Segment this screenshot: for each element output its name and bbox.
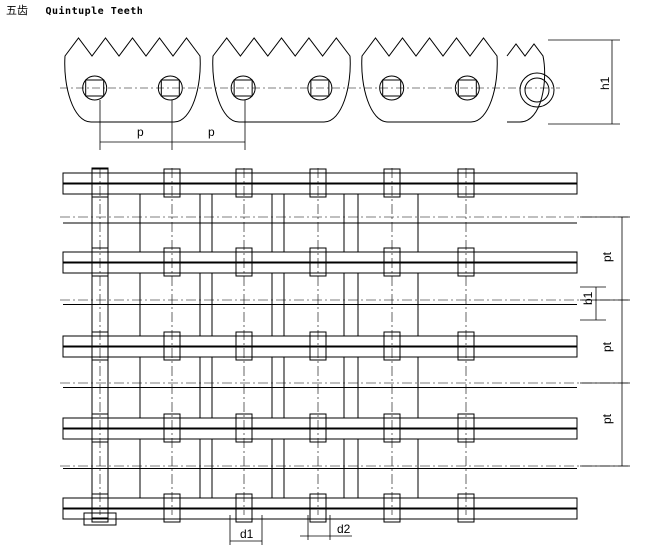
side-view bbox=[60, 37, 560, 123]
dimensions bbox=[99, 39, 630, 545]
pin-head-4-2 bbox=[163, 413, 181, 443]
pin-head-2-5 bbox=[383, 247, 401, 277]
pin-head-1-3 bbox=[235, 168, 253, 198]
label-strand-pitch-1: pt bbox=[600, 251, 614, 262]
pin-head-2-2 bbox=[163, 247, 181, 277]
outer-plate-row-2 bbox=[62, 251, 578, 263]
pin-head-3-3 bbox=[235, 331, 253, 361]
pin-head-2-4 bbox=[309, 247, 327, 277]
pin-head-5-2 bbox=[163, 493, 181, 523]
tooth-plate-2 bbox=[212, 37, 351, 123]
inner-plate-row-2 bbox=[62, 262, 578, 274]
pin-head-1-2 bbox=[163, 168, 181, 198]
roller-outer bbox=[519, 72, 555, 108]
label-pitch-right: p bbox=[208, 125, 215, 139]
pin-head-4-6 bbox=[457, 413, 475, 443]
pin-head-5-4 bbox=[309, 493, 327, 523]
pin-head-2-3 bbox=[235, 247, 253, 277]
inner-plate-row-4 bbox=[62, 428, 578, 440]
tooth-plate-partial bbox=[506, 43, 546, 123]
inner-plate-row-1 bbox=[62, 183, 578, 195]
outer-plate-row-4 bbox=[62, 417, 578, 429]
tooth-plate-3 bbox=[361, 37, 498, 123]
tooth-plate-1 bbox=[64, 37, 201, 123]
roller-inner bbox=[524, 77, 550, 103]
pin-head-3-5 bbox=[383, 331, 401, 361]
title-english: Quintuple Teeth bbox=[45, 6, 144, 17]
pin-head-4-3 bbox=[235, 413, 253, 443]
label-pitch-left: p bbox=[137, 125, 144, 139]
inner-plate-row-3 bbox=[62, 346, 578, 358]
pin-head-3-2 bbox=[163, 331, 181, 361]
end-pin-shaft bbox=[91, 167, 109, 519]
pin-head-4-5 bbox=[383, 413, 401, 443]
label-strand-pitch-3: pt bbox=[600, 413, 614, 424]
label-roller-diameter: d1 bbox=[240, 527, 254, 541]
pin-head-1-5 bbox=[383, 168, 401, 198]
pin-head-5-5 bbox=[383, 493, 401, 523]
outer-plate-row-3 bbox=[62, 335, 578, 347]
pin-head-5-6 bbox=[457, 493, 475, 523]
outer-plate-row-5 bbox=[62, 497, 578, 509]
pin-head-1-6 bbox=[457, 168, 475, 198]
pin-head-5-3 bbox=[235, 493, 253, 523]
pin-head-4-4 bbox=[309, 413, 327, 443]
pin-head-3-4 bbox=[309, 331, 327, 361]
label-pin-diameter: d2 bbox=[337, 522, 351, 536]
drawing-title: 五齿 Quintuple Teeth bbox=[6, 2, 143, 18]
pin-head-1-4 bbox=[309, 168, 327, 198]
pin-head-2-6 bbox=[457, 247, 475, 277]
label-strand-pitch-2: pt bbox=[600, 341, 614, 352]
pin-head-3-6 bbox=[457, 331, 475, 361]
plan-view bbox=[60, 167, 630, 526]
label-height: h1 bbox=[598, 76, 612, 90]
label-inner-width: b1 bbox=[581, 291, 595, 305]
inner-plate-row-5 bbox=[62, 508, 578, 520]
end-pin-nut bbox=[83, 512, 117, 526]
title-chinese: 五齿 bbox=[6, 4, 28, 17]
outer-plate-row-1 bbox=[62, 172, 578, 184]
